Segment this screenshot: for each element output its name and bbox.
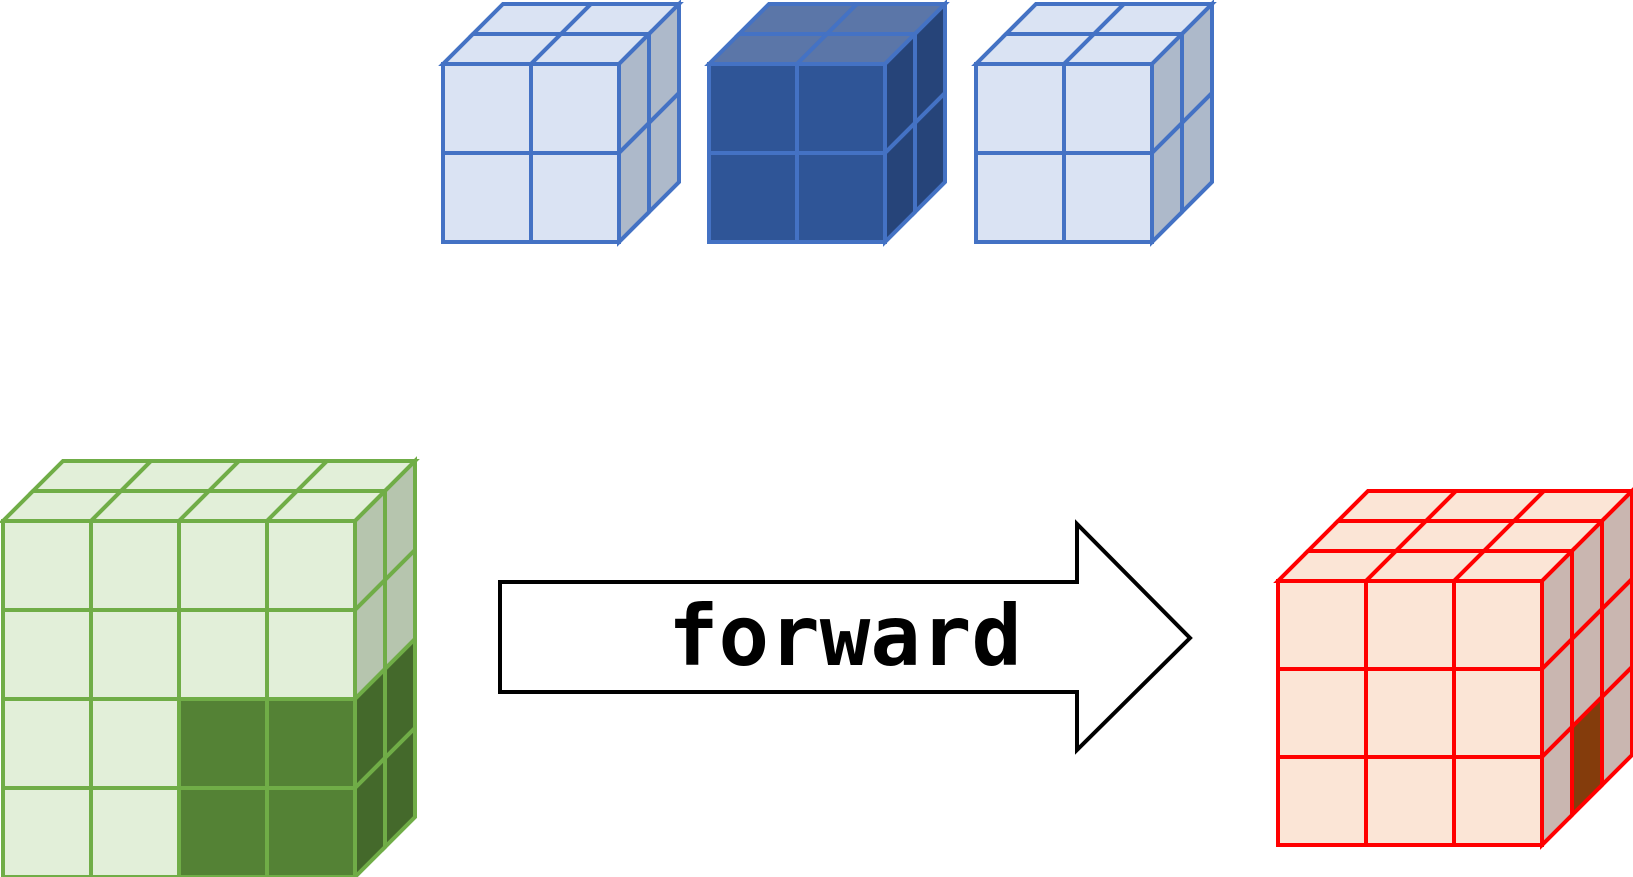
kernel-1-front-cell [441,62,533,155]
input-front-cell [265,697,357,790]
kernel-2 [704,0,950,247]
output-front-cell [1276,667,1368,759]
input-front-cell [1,519,93,612]
input-front-cell [265,519,357,612]
kernel-3 [971,0,1217,247]
output-front-cell [1276,755,1368,847]
input-front-cell [177,786,269,877]
input-front-cell [89,519,181,612]
input-front-cell [1,786,93,877]
input-front-cell [89,786,181,877]
input-front-cell [1,697,93,790]
kernel-3-front-cell [974,62,1066,155]
output-front-cell [1364,579,1456,671]
kernel-2-front-cell [795,151,887,244]
input-front-cell [265,786,357,877]
output-front-cell [1452,755,1544,847]
input-front-cell [89,697,181,790]
arrow-shape [498,519,1193,755]
kernels-group [438,0,1217,247]
arrow-label: forward [668,587,1022,685]
output-tensor [1273,487,1633,850]
kernel-1-front-cell [441,151,533,244]
kernel-2-front-cell [795,62,887,155]
output-front-cell [1276,579,1368,671]
kernel-1 [438,0,684,247]
output-front-cell [1364,755,1456,847]
output-front-cell [1364,667,1456,759]
output-front-cell [1452,667,1544,759]
input-front-cell [177,697,269,790]
kernel-3-front-cell [1062,62,1154,155]
input-front-cell [177,519,269,612]
kernel-1-front-cell [529,151,621,244]
kernel-3-front-cell [974,151,1066,244]
input-tensor [0,456,420,877]
input-front-cell [265,608,357,701]
kernel-1-front-cell [529,62,621,155]
kernel-3-front-cell [1062,151,1154,244]
kernel-2-front-cell [707,62,799,155]
forward-arrow: forward [498,519,1193,755]
input-front-cell [177,608,269,701]
input-front-cell [1,608,93,701]
output-front-cell [1452,579,1544,671]
kernel-2-front-cell [707,151,799,244]
input-front-cell [89,608,181,701]
